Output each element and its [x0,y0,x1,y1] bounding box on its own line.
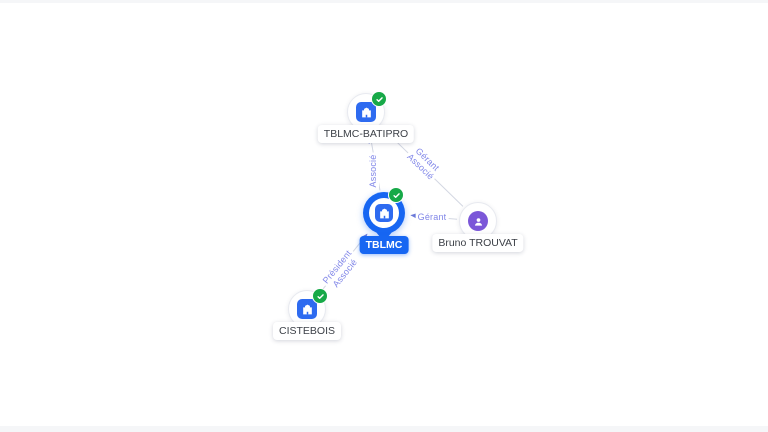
person-icon [468,211,488,231]
building-icon [356,102,376,122]
verified-check-icon [312,288,328,304]
relation-edge [410,212,458,220]
node-label[interactable]: TBLMC [359,236,409,254]
verified-check-icon [371,91,387,107]
node-label[interactable]: CISTEBOIS [272,322,342,340]
node-label[interactable]: Bruno TROUVAT [432,234,524,252]
pin-inner-ring [369,198,399,228]
page-top-strip [0,0,768,3]
node-label[interactable]: TBLMC-BATIPRO [317,125,415,143]
building-icon [297,299,317,319]
page-bottom-strip [0,426,768,432]
relation-edge [368,136,381,191]
building-icon [375,204,393,222]
person-node-circle[interactable] [459,202,497,240]
verified-check-icon [388,187,404,203]
